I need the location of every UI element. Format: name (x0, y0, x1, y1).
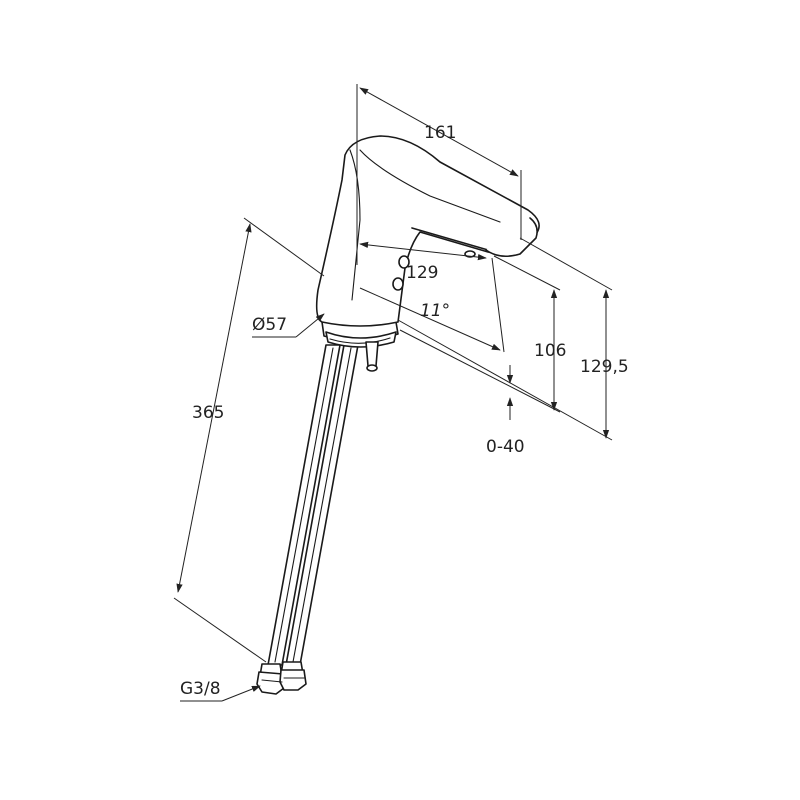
dimension-label-thread: G3/8 (180, 679, 221, 699)
faucet-body (315, 135, 540, 327)
dimension-spout-reach: 129 (359, 241, 505, 353)
dimension-label-0-40: 0-40 (486, 437, 525, 457)
dimension-height-outlet: 106 (399, 255, 566, 413)
dimension-length: 161 (356, 84, 522, 265)
hose-connectors (256, 661, 307, 695)
dimension-label-106: 106 (534, 341, 566, 361)
dimension-label-129-5: 129,5 (580, 357, 629, 377)
flex-hoses (267, 344, 359, 666)
dimension-label-129: 129 (406, 263, 438, 283)
dimension-label-base-diameter: Ø57 (252, 315, 287, 335)
dimension-angle: 11° (359, 287, 501, 351)
dimension-base-diameter: Ø57 (252, 313, 325, 338)
dimension-adjust-range: 0-40 (486, 365, 525, 457)
dimension-total-with-hoses: 365 (173, 217, 325, 663)
dimension-thread: G3/8 (180, 679, 261, 702)
dimension-label-angle: 11° (420, 301, 450, 321)
dimension-label-161: 161 (424, 123, 456, 143)
dimension-height-total: 129,5 (397, 237, 629, 441)
dimension-label-365: 365 (192, 403, 224, 423)
base-mount (321, 321, 399, 372)
